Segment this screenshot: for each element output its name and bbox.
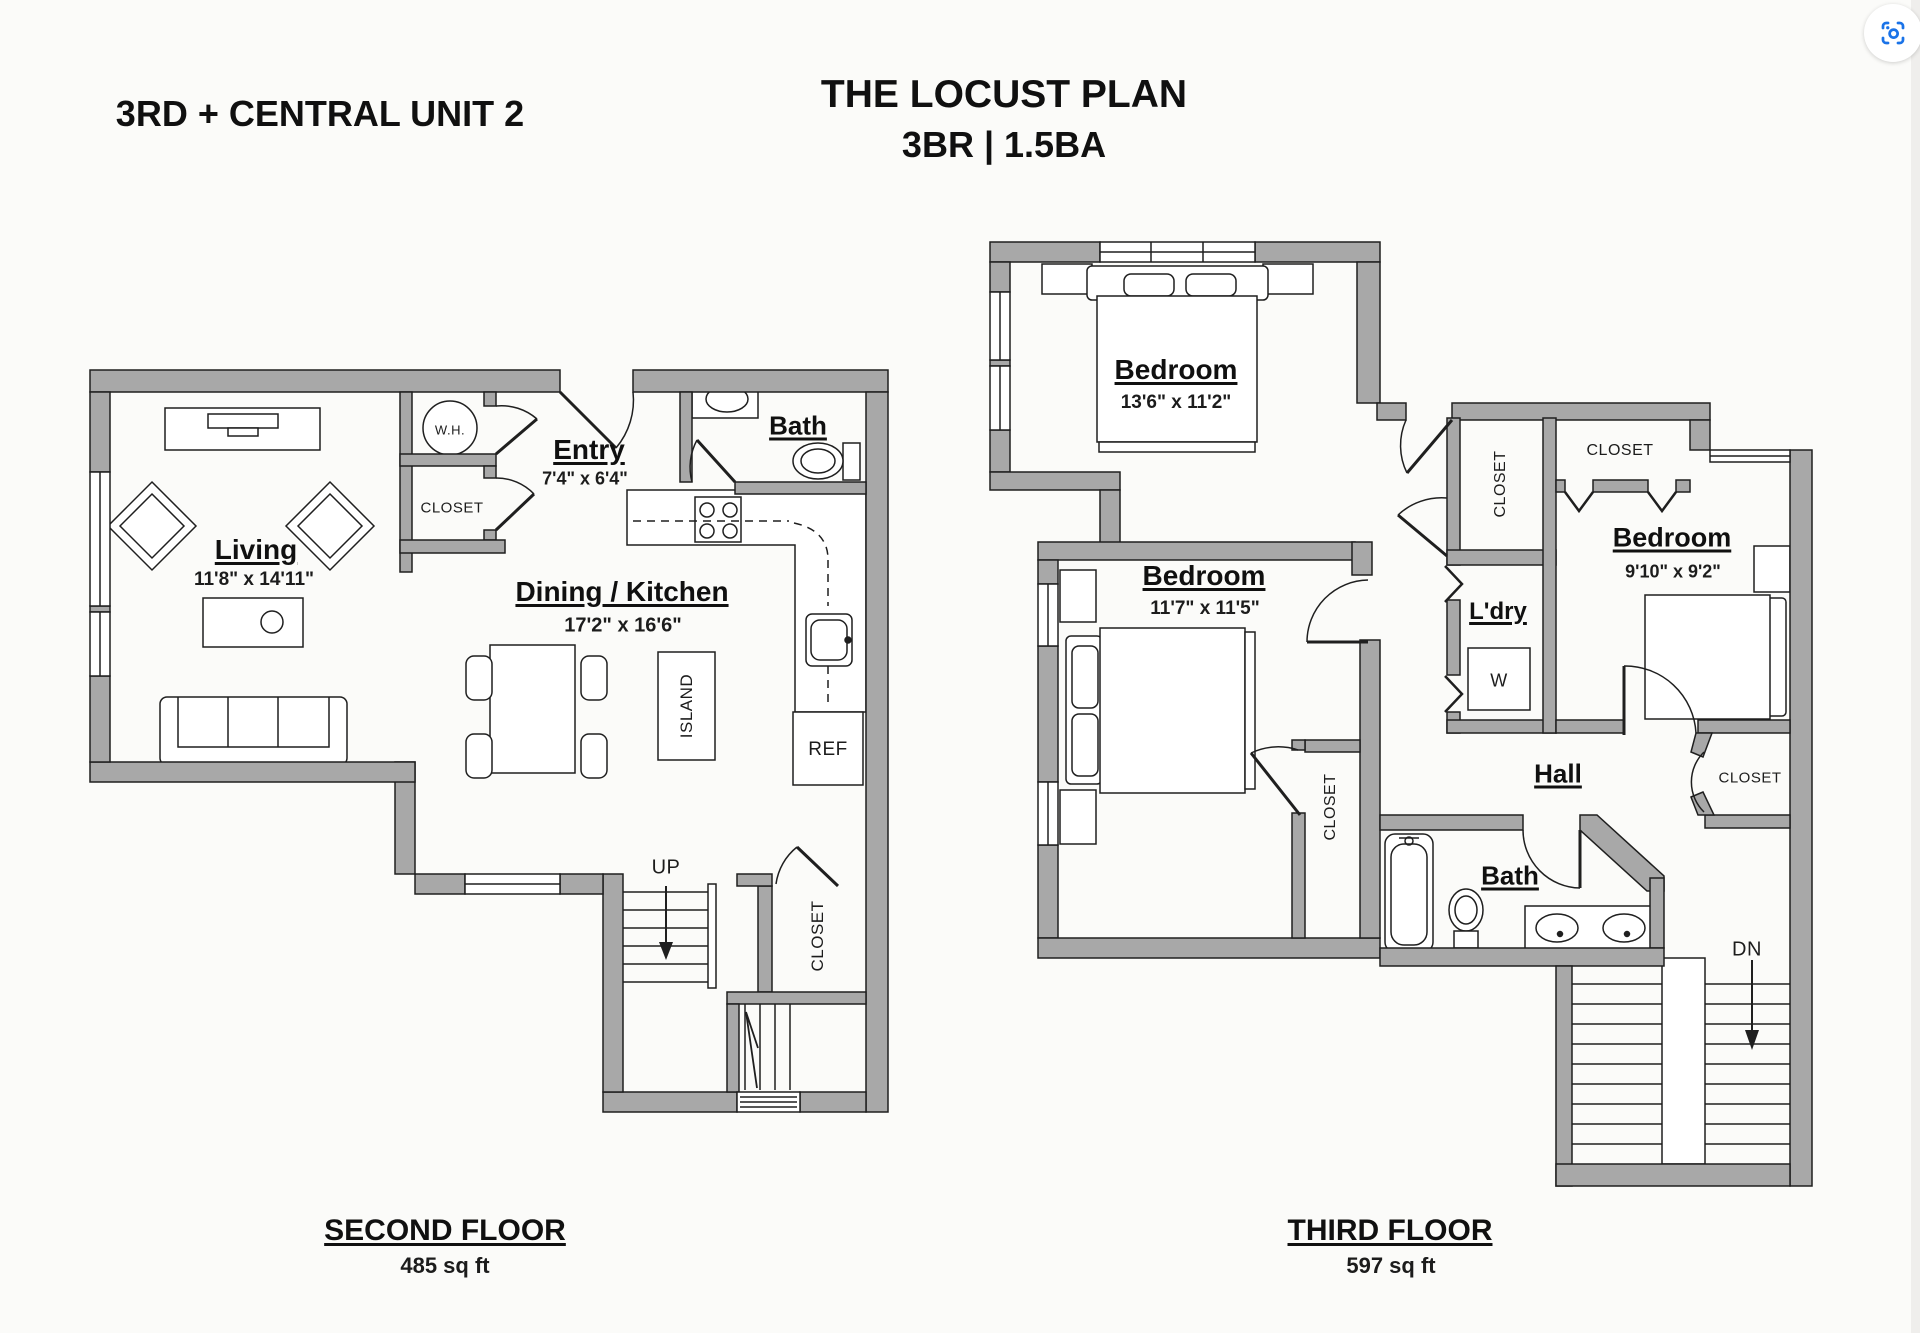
stairs-up bbox=[623, 883, 791, 1090]
room-label-bedroom-large: Bedroom bbox=[1114, 354, 1238, 385]
scrollbar-track[interactable] bbox=[1911, 0, 1920, 1333]
stairs-down bbox=[1572, 957, 1790, 1165]
area-second-floor: 485 sq ft bbox=[400, 1253, 490, 1278]
room-dims-entry: 7'4" x 6'4" bbox=[542, 468, 628, 489]
caption-second-floor: SECOND FLOOR bbox=[324, 1214, 566, 1247]
area-third-floor: 597 sq ft bbox=[1346, 1253, 1436, 1278]
plan-title: THE LOCUST PLAN bbox=[820, 73, 1188, 116]
windows bbox=[89, 241, 1791, 1113]
refrigerator bbox=[792, 711, 864, 786]
second-floor-walls bbox=[89, 369, 889, 1113]
room-label-entry: Entry bbox=[553, 434, 625, 465]
label-bedroom-small-closet: CLOSET bbox=[1586, 442, 1654, 459]
bed-small bbox=[1644, 545, 1791, 720]
room-label-bedroom-small: Bedroom bbox=[1612, 522, 1732, 553]
label-bedroom-mid-closet: CLOSET bbox=[1322, 773, 1339, 841]
room-label-bath-3f: Bath bbox=[1481, 860, 1539, 891]
room-label-bath-2f: Bath bbox=[769, 410, 827, 441]
room-dims-living: 11'8" x 14'11" bbox=[193, 569, 315, 590]
label-entry-closet: CLOSET bbox=[420, 499, 484, 517]
label-island: ISLAND bbox=[677, 673, 696, 739]
accent-chair bbox=[106, 480, 198, 572]
label-stairs-down: DN bbox=[1732, 938, 1762, 961]
washer-icon bbox=[1467, 647, 1531, 711]
tv-console bbox=[164, 407, 321, 451]
kitchen-sink bbox=[805, 613, 853, 667]
island-counter bbox=[657, 651, 716, 761]
room-label-living: Living bbox=[214, 534, 298, 565]
room-label-hall: Hall bbox=[1534, 758, 1582, 789]
bathtub bbox=[1384, 833, 1434, 953]
toilet-icon bbox=[792, 442, 861, 481]
third-floor-walls bbox=[989, 241, 1813, 1187]
label-stairs-up: UP bbox=[651, 856, 681, 879]
bed-queen bbox=[1041, 263, 1314, 453]
caption-third-floor: THIRD FLOOR bbox=[1287, 1214, 1493, 1247]
room-dims-bedroom-large: 13'6" x 11'2" bbox=[1120, 392, 1232, 413]
room-label-bedroom-mid: Bedroom bbox=[1142, 560, 1266, 591]
cooktop bbox=[694, 496, 742, 543]
screenshot-search-button[interactable] bbox=[1864, 4, 1920, 62]
label-water-heater: W.H. bbox=[434, 422, 466, 438]
label-hall-closet-right: CLOSET bbox=[1718, 769, 1782, 787]
plan-subtitle: 3BR | 1.5BA bbox=[901, 124, 1107, 165]
sofa bbox=[159, 696, 348, 766]
label-stair-closet: CLOSET bbox=[808, 900, 827, 972]
unit-title: 3RD + CENTRAL UNIT 2 bbox=[115, 93, 525, 134]
room-dims-dining-kitchen: 17'2" x 16'6" bbox=[564, 614, 682, 637]
room-label-dining-kitchen: Dining / Kitchen bbox=[515, 576, 729, 607]
label-laundry: L'dry bbox=[1469, 598, 1527, 625]
toilet-icon bbox=[1448, 888, 1484, 949]
label-refrigerator: REF bbox=[808, 739, 848, 760]
dining-table bbox=[465, 644, 608, 779]
double-vanity bbox=[1524, 905, 1656, 951]
room-dims-bedroom-mid: 11'7" x 11'5" bbox=[1150, 598, 1260, 619]
coffee-table bbox=[202, 597, 304, 648]
cabinet-dashed-lines bbox=[633, 520, 829, 702]
label-hall-closet-vertical: CLOSET bbox=[1492, 450, 1509, 518]
label-washer: W bbox=[1490, 670, 1508, 691]
doors bbox=[494, 390, 1705, 889]
lens-icon bbox=[1881, 21, 1905, 45]
bed-mid bbox=[1059, 569, 1256, 845]
room-dims-bedroom-small: 9'10" x 9'2" bbox=[1625, 561, 1721, 582]
accent-chair bbox=[284, 480, 376, 572]
